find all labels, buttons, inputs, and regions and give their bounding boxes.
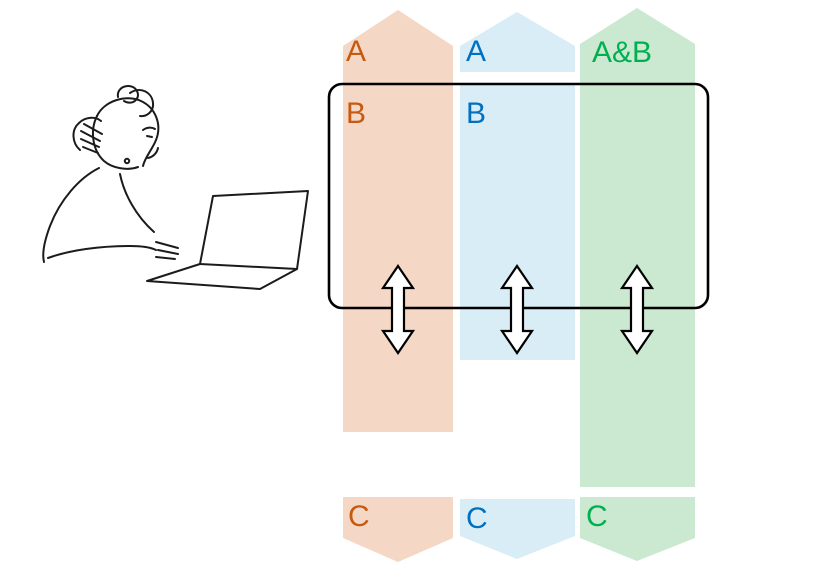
person-hand-fingers-b	[157, 249, 179, 255]
orange-column-label-a: A	[346, 35, 367, 68]
green-column-label-ab: A&B	[592, 36, 653, 69]
person-fingers-4	[82, 146, 99, 154]
double-arrow-icon-orange	[380, 264, 416, 355]
person-fingers-1	[83, 123, 103, 135]
blue-bottom-chevron	[460, 499, 575, 559]
laptop-screen	[199, 190, 309, 270]
double-arrow-icon-green	[619, 264, 655, 355]
person-forearm	[47, 245, 157, 259]
green-column-label-c: C	[586, 500, 608, 533]
person-laptop-sketch-illustration	[42, 85, 309, 290]
resize-arrows-group	[380, 264, 655, 355]
blue-column-label-b: B	[466, 97, 487, 130]
orange-column-label-b: B	[346, 97, 367, 130]
person-hair-swirl	[129, 89, 155, 118]
person-fingers-2	[80, 130, 101, 142]
blue-column-label-c: C	[466, 502, 488, 535]
person-head-left	[91, 115, 139, 170]
laptop-base	[146, 263, 298, 290]
person-ear	[123, 157, 131, 165]
orange-bottom-chevron	[343, 497, 453, 562]
person-hand-on-face	[72, 116, 102, 151]
person-hair	[116, 85, 139, 104]
person-mouth	[147, 147, 159, 159]
blue-column-label-a: A	[466, 35, 487, 68]
person-hand-fingers-a	[155, 241, 179, 249]
person-eyebrow	[142, 126, 156, 131]
orange-column-shape	[343, 10, 453, 432]
double-arrow-icon-blue	[499, 264, 535, 355]
person-back	[42, 167, 100, 263]
person-head	[96, 97, 160, 167]
columns-group	[343, 8, 695, 562]
green-bottom-chevron	[580, 497, 695, 561]
person-chest	[119, 173, 155, 233]
orange-column-label-c: C	[348, 500, 370, 533]
person-fingers-3	[80, 138, 100, 148]
person-eye	[146, 135, 153, 138]
blue-top-chevron	[460, 12, 575, 72]
person-hand-fingers-c	[155, 256, 176, 260]
green-column-shape	[580, 8, 695, 487]
